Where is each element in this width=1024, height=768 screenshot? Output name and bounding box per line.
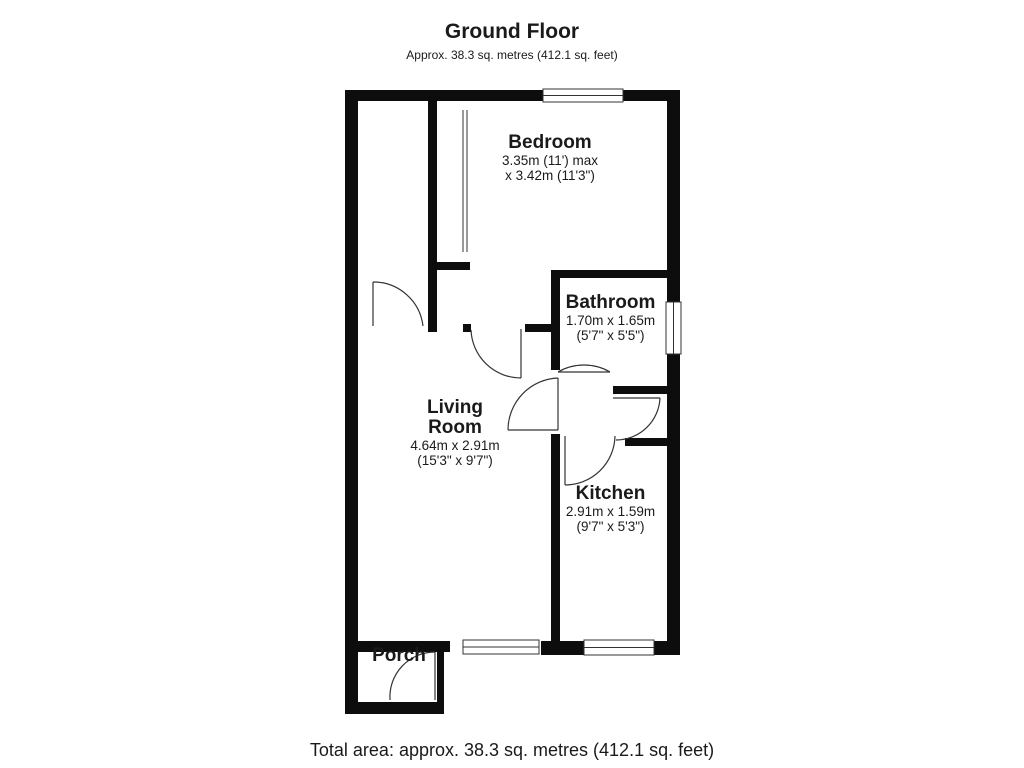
wall-bottom-mid: [541, 641, 586, 655]
living-bedroom-wall-d: [525, 324, 560, 332]
room-living-name2: Room: [428, 417, 482, 438]
room-kitchen-dim2: (9'7" x 5'3"): [576, 519, 645, 534]
plan-title: Ground Floor: [444, 20, 580, 43]
kitchen-top-wall: [625, 438, 671, 446]
bath-kitchen-wall: [613, 386, 671, 394]
living-bedroom-wall-c: [463, 324, 471, 332]
living-bedroom-wall-b: [428, 324, 436, 332]
door-bathroom: [557, 364, 611, 373]
door-living-entrance: [372, 281, 424, 327]
room-bedroom-name: Bedroom: [508, 132, 592, 153]
room-kitchen: Kitchen 2.91m x 1.59m (9'7" x 5'3"): [553, 483, 668, 535]
room-living: Living Room 4.64m x 2.91m (15'3" x 9'7"): [385, 397, 525, 469]
doors: [372, 281, 661, 701]
door-bathroom-inner: [613, 397, 661, 441]
bedroom-left-wall: [428, 100, 437, 270]
room-porch-name: Porch: [372, 645, 426, 666]
plan-subtitle: Approx. 38.3 sq. metres (412.1 sq. feet): [406, 48, 618, 62]
wall-left: [345, 90, 358, 714]
room-kitchen-dim1: 2.91m x 1.59m: [565, 504, 656, 519]
porch-right-wall: [437, 648, 444, 714]
room-bathroom: Bathroom 1.70m x 1.65m (5'7" x 5'5"): [553, 292, 668, 344]
wall-bottom-kitchen: [653, 641, 680, 655]
wall-bottom-living: [345, 641, 450, 652]
kitchen-left-wall: [551, 434, 560, 649]
wall-top: [345, 90, 680, 101]
door-bedroom: [470, 329, 522, 379]
room-bedroom-dim1: 3.35m (11') max: [501, 153, 599, 168]
windows: [462, 88, 682, 656]
door-kitchen: [564, 435, 616, 486]
wall-porch-bottom: [345, 702, 443, 714]
interior-walls: [428, 100, 671, 714]
door-porch: [389, 651, 436, 701]
bathroom-top-wall: [551, 270, 671, 278]
wardrobe: [462, 110, 468, 252]
room-bathroom-dim2: (5'7" x 5'5"): [576, 328, 645, 343]
room-porch: Porch: [362, 646, 436, 666]
wall-right: [667, 90, 680, 655]
room-bathroom-name: Bathroom: [565, 292, 656, 313]
room-kitchen-name: Kitchen: [575, 483, 646, 504]
bathroom-left-wall: [551, 270, 560, 370]
room-bedroom-dim2: x 3.42m (11'3"): [505, 168, 595, 183]
room-living-dim2: (15'3" x 9'7"): [417, 453, 493, 468]
outer-walls: [345, 90, 680, 714]
room-living-name1: Living: [427, 397, 483, 418]
room-living-dim1: 4.64m x 2.91m: [410, 438, 500, 453]
living-bedroom-wall-a: [428, 270, 437, 332]
total-area: Total area: approx. 38.3 sq. metres (412…: [309, 740, 715, 760]
room-bedroom: Bedroom 3.35m (11') max x 3.42m (11'3"): [470, 132, 630, 184]
door-hall: [507, 377, 559, 431]
bedroom-stub: [428, 262, 470, 270]
room-bathroom-dim1: 1.70m x 1.65m: [565, 313, 656, 328]
